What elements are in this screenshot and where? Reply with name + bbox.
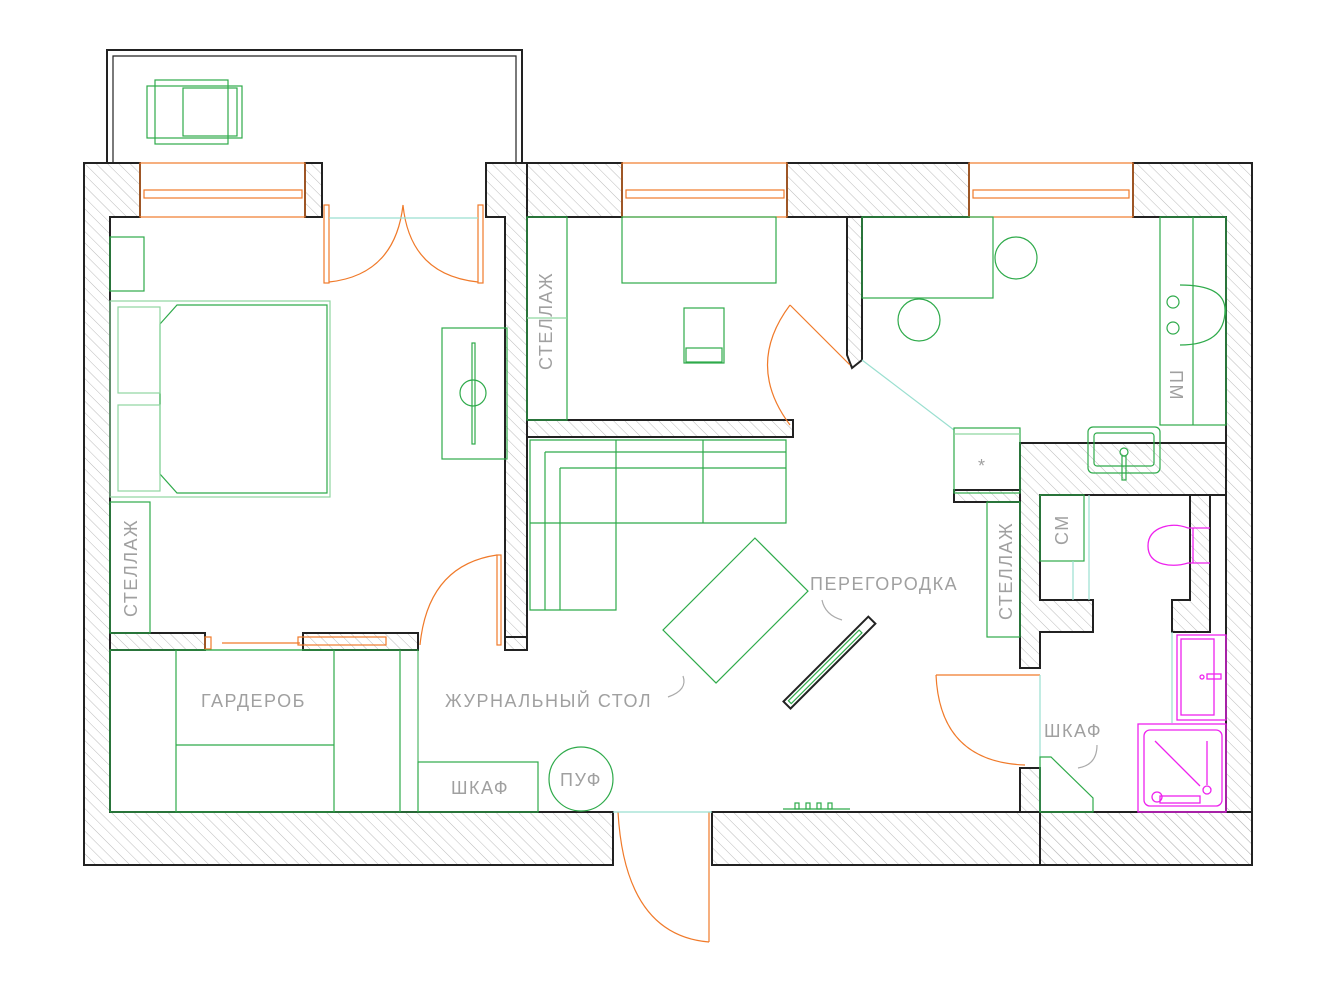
bedroom-wardrobe-sliding-door: [204, 636, 387, 650]
label-shelf-office: СТЕЛЛАЖ: [536, 272, 556, 370]
office-door: [766, 304, 955, 431]
radiator: [783, 802, 850, 810]
hob: [1166, 284, 1226, 346]
toilet: [1147, 524, 1210, 566]
windows: [139, 162, 1134, 218]
hall-cabinet: [417, 761, 539, 813]
window-bedroom: [139, 162, 306, 218]
label-partition: ПЕРЕГОРОДКА: [810, 574, 958, 594]
office-chair: [683, 307, 725, 364]
label-washing-machine: СМ: [1052, 514, 1072, 545]
label-coffee-table: ЖУРНАЛЬНЫЙ СТОЛ: [445, 690, 652, 711]
nightstand: [109, 236, 145, 292]
chair: [897, 298, 941, 342]
label-wardrobe: ГАРДЕРОБ: [201, 691, 306, 711]
label-cabinet-bath: ШКАФ: [1044, 721, 1102, 741]
label-shelf-hall: СТЕЛЛАЖ: [996, 522, 1016, 620]
coffee-table: [662, 537, 809, 684]
balcony-double-door: [323, 204, 484, 284]
tv-stand: [441, 327, 508, 460]
bath-corner-cabinet: [1039, 756, 1094, 813]
label-pouf: ПУФ: [560, 770, 602, 790]
dining-table: [861, 216, 994, 299]
walk-in-wardrobe: [109, 649, 401, 813]
chair: [994, 236, 1038, 280]
bathroom-sink: [1176, 634, 1227, 721]
window-kitchen: [968, 162, 1134, 218]
entrance-door: [613, 811, 712, 943]
fridge: *: [953, 427, 1021, 494]
desk: [621, 216, 777, 284]
label-dishwasher: ПМ: [1166, 370, 1186, 401]
office-furniture: СТЕЛЛАЖ: [526, 216, 777, 421]
label-shelf-bedroom: СТЕЛЛАЖ: [121, 519, 141, 617]
label-cabinet-hall: ШКАФ: [451, 778, 509, 798]
washing-machine: [1039, 494, 1085, 562]
balcony-armchair: [146, 79, 243, 145]
kitchen-sink: [1087, 426, 1161, 481]
corner-sofa: [529, 439, 787, 611]
bedroom-shelf: [109, 501, 151, 634]
living-room-furniture: ЖУРНАЛЬНЫЙ СТОЛ ПЕРЕГОРОДКА ШКАФ ПУФ СТЕ…: [417, 439, 1021, 813]
balcony: [106, 49, 523, 163]
partition-tv: [782, 615, 877, 710]
bedroom-furniture: СТЕЛЛАЖ ГАРДЕРОБ: [109, 236, 508, 813]
bedroom-door: [419, 554, 502, 646]
doors: [204, 204, 1041, 943]
shower: [1137, 723, 1227, 813]
window-office: [621, 162, 788, 218]
walls: [83, 162, 1253, 866]
kitchen-furniture: ПМ *: [861, 216, 1227, 494]
double-bed: [109, 300, 331, 498]
fridge-symbol: *: [978, 456, 987, 476]
bathroom: СМ ШКАФ: [1039, 494, 1227, 813]
pouf: [548, 746, 614, 812]
hall-shelf: [986, 501, 1021, 638]
